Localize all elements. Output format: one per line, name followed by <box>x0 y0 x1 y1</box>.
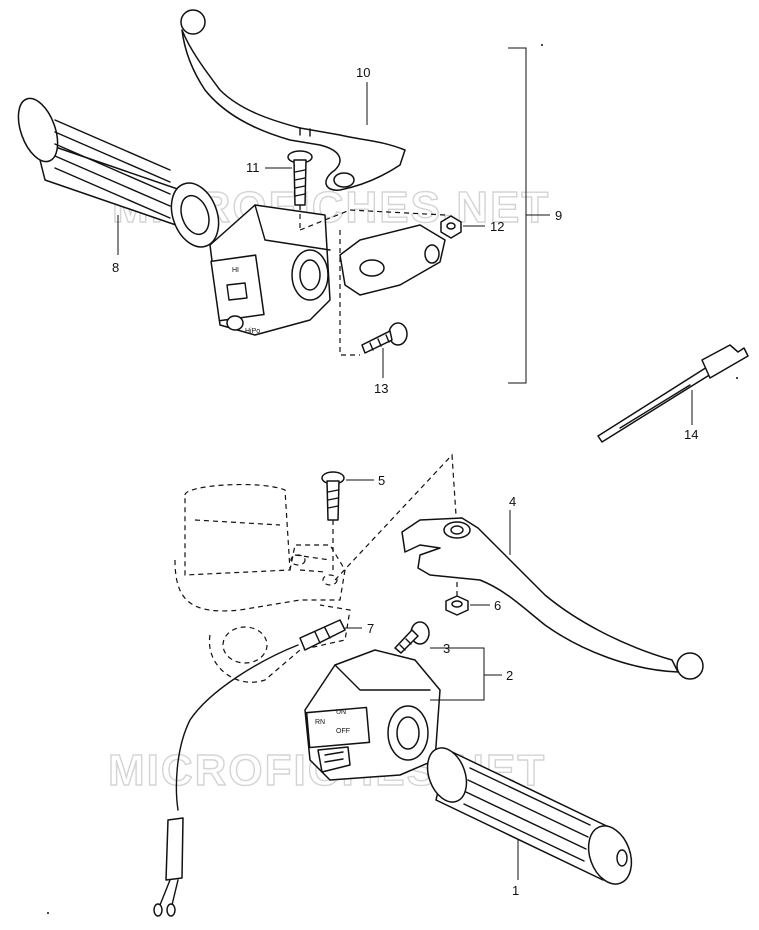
brake-switch-cable-7 <box>153 619 346 917</box>
screw-5 <box>321 471 345 521</box>
label-5: 5 <box>378 473 385 488</box>
scan-dot <box>736 377 738 379</box>
master-cylinder-reference <box>174 483 351 683</box>
label-2: 2 <box>506 668 513 683</box>
label-4: 4 <box>509 494 516 509</box>
lever-bracket-upper <box>339 224 446 296</box>
switch-text-line-1: RN <box>315 719 325 726</box>
label-12: 12 <box>490 219 504 234</box>
label-3: 3 <box>443 641 450 656</box>
scan-dot <box>541 44 543 46</box>
brake-lever-4 <box>401 517 704 680</box>
label-13: 13 <box>374 381 388 396</box>
bracket-2 <box>430 647 485 701</box>
nut-12 <box>440 215 462 239</box>
label-6: 6 <box>494 598 501 613</box>
label-9: 9 <box>555 208 562 223</box>
scan-dot <box>47 912 49 914</box>
nut-6 <box>445 595 469 616</box>
switch-text-line-2: OFF <box>336 728 350 735</box>
clutch-lever-upper <box>180 9 406 191</box>
screw-11 <box>287 150 313 206</box>
label-1: 1 <box>512 883 519 898</box>
right-grip-1 <box>426 747 633 885</box>
label-14: 14 <box>684 427 698 442</box>
dash-13 <box>339 230 360 356</box>
switch-text-line-3: UN <box>336 709 346 716</box>
switch-brand-text: HiPo <box>245 328 260 335</box>
screw-13 <box>361 322 408 354</box>
left-grip <box>17 97 220 248</box>
left-switch-housing: HI HiPo <box>209 204 331 336</box>
label-10: 10 <box>356 65 370 80</box>
screw-3 <box>394 621 430 654</box>
switch-marking-upper: HI <box>232 267 239 274</box>
dash-pivot <box>334 453 458 581</box>
dash-12 <box>299 209 446 231</box>
label-8: 8 <box>112 260 119 275</box>
cable-tie-14 <box>597 344 749 443</box>
right-switch-housing-2: RN OFF UN <box>304 649 441 781</box>
label-11: 11 <box>246 160 260 175</box>
label-7: 7 <box>367 621 374 636</box>
